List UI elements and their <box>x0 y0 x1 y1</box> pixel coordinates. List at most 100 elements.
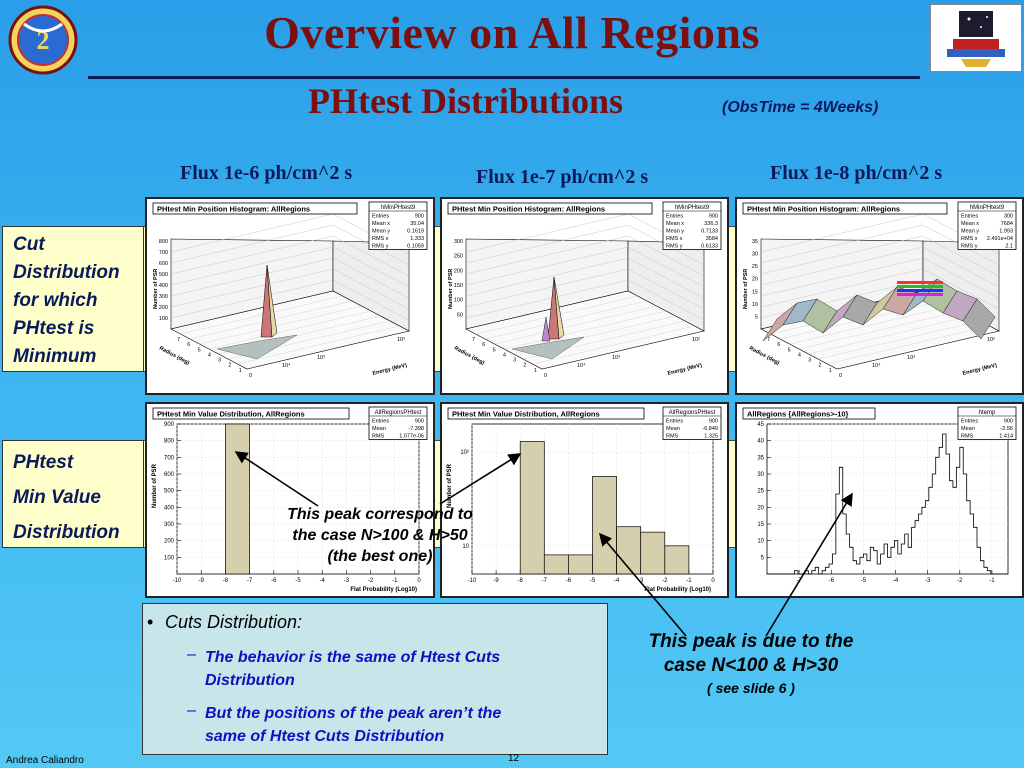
x-tick-label: -4 <box>614 578 620 584</box>
z-tick-label: 800 <box>159 239 168 245</box>
stats-value: 0.7133 <box>701 229 718 235</box>
stats-value: 900 <box>1004 419 1013 425</box>
stats-label: Mean y <box>372 229 390 235</box>
wall-gridline <box>332 246 410 288</box>
wall-gridline <box>922 235 1000 277</box>
dc2-badge-icon: 2 <box>8 5 78 75</box>
x-tick-label: -2 <box>957 578 963 584</box>
stats-value: 0.6133 <box>701 244 718 250</box>
y-tick-label: 700 <box>164 455 175 461</box>
y-tick-label: 500 <box>164 489 175 495</box>
wall-gridline <box>760 246 924 286</box>
secondary-spike <box>541 316 551 342</box>
z-tick-label: 20 <box>752 277 758 283</box>
y-axis-label: Number of PSR <box>152 463 158 508</box>
plot-title-box <box>152 202 358 215</box>
stats-box-name: AllRegionsPHtest <box>669 410 716 416</box>
mission-logo <box>930 4 1022 72</box>
cuts-item-line: But the positions of the peak aren’t the <box>205 705 502 722</box>
radius-axis-label: Radius (deg) <box>748 345 780 366</box>
stats-label: RMS x <box>372 236 389 242</box>
wall-gridline <box>627 246 705 288</box>
histogram-bar <box>664 545 690 575</box>
radius-tick-label: 0 <box>249 373 252 379</box>
x-tick-label: -5 <box>295 578 301 584</box>
radius-tick-label: 3 <box>218 358 221 364</box>
stats-value: 900 <box>709 214 718 220</box>
y-tick-label: 400 <box>164 505 175 511</box>
wall-gridline <box>627 279 705 321</box>
floor-gridline <box>532 325 695 365</box>
plot-title: AllRegions {AllRegions>-10} <box>747 410 849 419</box>
peak-best-note: This peak correspond to the case N>100 &… <box>262 504 498 567</box>
energy-axis-label: Energy (MeV) <box>667 363 703 377</box>
x-axis-label: Flat Probability (Log10) <box>350 587 417 593</box>
stats-label: RMS x <box>666 236 683 242</box>
note-line: the case N>100 & H>50 <box>292 527 468 544</box>
stats-box <box>662 406 722 440</box>
plot-title-box <box>152 407 350 420</box>
wall-gridline <box>332 268 410 310</box>
x-tick-label: -6 <box>829 578 835 584</box>
y-axis-label: Number of PSR <box>447 463 453 508</box>
radius-tick-label: 0 <box>839 373 842 379</box>
stats-label: Mean x <box>372 221 390 227</box>
z-tick-label: 25 <box>752 264 758 270</box>
row2-label-line: PHtest <box>13 452 74 473</box>
wall-gridline <box>170 246 334 286</box>
x-axis-label: Flat Probability (Log10) <box>644 587 711 593</box>
bullet-dot: • <box>147 612 154 632</box>
energy-tick-label: 10⁴ <box>577 362 586 369</box>
histogram-svg: -7-6-5-4-3-2-151015202530354045AllRegion… <box>742 406 1017 584</box>
stats-box <box>368 201 428 250</box>
radius-tick-label: 1 <box>239 368 242 374</box>
plot-title-box <box>447 407 645 420</box>
radius-tick-label: 4 <box>798 352 801 358</box>
stats-value: 1.325 <box>704 434 718 440</box>
peak-spike-side <box>266 264 278 338</box>
stats-label: Entries <box>961 419 978 425</box>
radius-axis-label: Radius (deg) <box>453 345 485 366</box>
stats-label: RMS y <box>372 244 389 250</box>
y-tick-label: 20 <box>757 505 764 511</box>
wall-gridline <box>465 235 629 275</box>
wall-gridline <box>170 268 334 308</box>
cuts-heading: Cuts Distribution: <box>165 612 303 632</box>
stats-box <box>662 201 722 250</box>
wall-gridline <box>760 268 924 308</box>
wall-gridline <box>332 257 410 299</box>
radius-tick-label: 3 <box>513 358 516 364</box>
row1-label-box: Cut Distribution for which PHtest is Min… <box>2 226 144 372</box>
wall-gridline <box>170 235 334 275</box>
row1-label-line: Distribution <box>13 262 120 283</box>
x-tick-label: -4 <box>320 578 326 584</box>
row1-label-line: for which <box>13 290 98 311</box>
stats-label: Mean <box>666 426 680 432</box>
stats-value: 1.414 <box>999 434 1013 440</box>
radius-tick-label: 6 <box>187 342 190 348</box>
z-tick-label: 300 <box>159 294 168 300</box>
x-tick-label: -10 <box>173 578 182 584</box>
stats-label: RMS <box>961 434 974 440</box>
stats-value: 900 <box>709 419 718 425</box>
stats-label: Mean x <box>666 221 684 227</box>
stats-box-name: hMinPHtest9 <box>970 205 1005 211</box>
stats-label: Mean y <box>961 229 979 235</box>
wall-gridline <box>760 257 924 297</box>
x-tick-label: -1 <box>686 578 692 584</box>
row1-label-line: Cut <box>13 234 45 255</box>
radius-tick-label: 2 <box>228 363 231 369</box>
x-tick-label: 0 <box>417 578 421 584</box>
stats-box <box>957 406 1017 440</box>
wall-gridline <box>465 224 629 264</box>
radius-tick-label: 5 <box>788 347 791 353</box>
histogram-bar <box>225 423 250 575</box>
floor-gridline <box>808 315 971 355</box>
energy-tick-label: 10² <box>987 337 995 343</box>
floor-gridline <box>789 305 952 345</box>
row2-label-box: PHtest Min Value Distribution <box>2 440 144 548</box>
